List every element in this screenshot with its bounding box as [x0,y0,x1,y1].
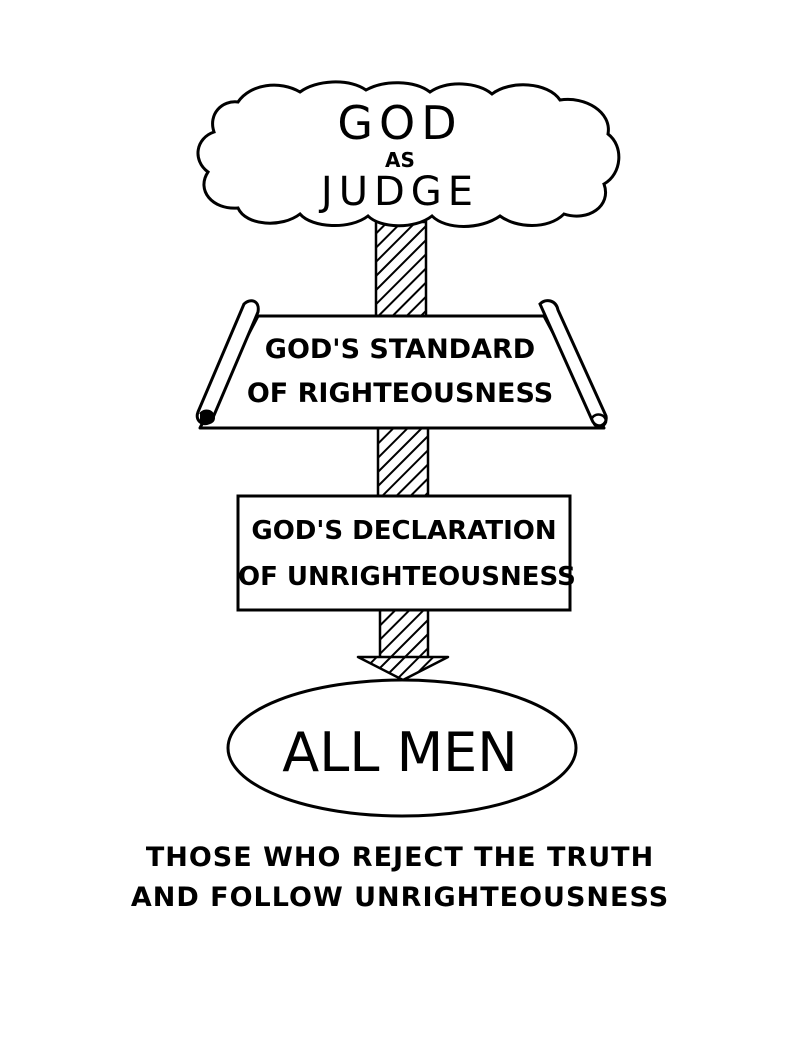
declaration-text-line1: GOD'S DECLARATION [251,516,557,546]
declaration-box [236,494,572,612]
arrow-head [356,655,450,682]
all-men-label: ALL MEN [282,721,518,784]
caption-line2: AND FOLLOW UNRIGHTEOUSNESS [130,882,670,913]
cloud-title-god: GOD [337,96,463,150]
caption-line1: THOSE WHO REJECT THE TRUTH [145,842,655,873]
cloud-title-as: AS [385,148,415,172]
scroll-text-line2: OF RIGHTEOUSNESS [246,378,554,409]
all-men-ellipse [226,678,578,818]
declaration-text-line2: OF UNRIGHTEOUSNESS [238,562,576,592]
scroll-text-line1: GOD'S STANDARD [264,334,536,365]
cloud-shape [196,80,621,228]
cloud-title-judge: JUDGE [320,169,480,215]
scroll-banner [195,299,608,430]
